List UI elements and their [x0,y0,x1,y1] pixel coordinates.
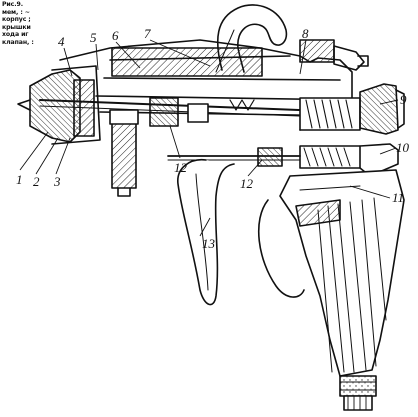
body-hatch-top [111,47,263,77]
adjust-knob [359,83,399,135]
callout-5: 5 [90,30,97,45]
callout-8: 8 [302,26,309,41]
callout-1: 1 [16,172,23,187]
callout-11: 11 [392,190,404,205]
handle [279,169,405,377]
air-cap [29,69,81,143]
trigger [177,159,235,306]
callout-3: 3 [53,174,61,189]
callout-6: 6 [112,28,119,43]
caption-line-2: мем, : ~ [2,8,30,16]
figure-caption: Рис.9. мем, : ~ корпус ; крышки хода иг … [2,1,86,47]
caption-line-3: корпус ; [2,16,31,24]
air-inlet [339,375,377,397]
callout-2: 2 [33,174,40,189]
fluid-inlet [111,119,137,189]
callout-12b: 12 [240,176,254,191]
callout-9: 9 [400,92,407,107]
caption-line-6: клапан, : [2,38,34,46]
callout-13: 13 [202,236,216,251]
callout-4: 4 [58,34,65,49]
caption-line-4: крышки [2,23,31,31]
caption-line-1: Рис.9. [2,1,23,8]
callout-10: 10 [396,140,410,155]
callout-7: 7 [144,26,151,41]
caption-line-5: хода иг [2,31,29,39]
callout-12a: 12 [174,160,188,175]
